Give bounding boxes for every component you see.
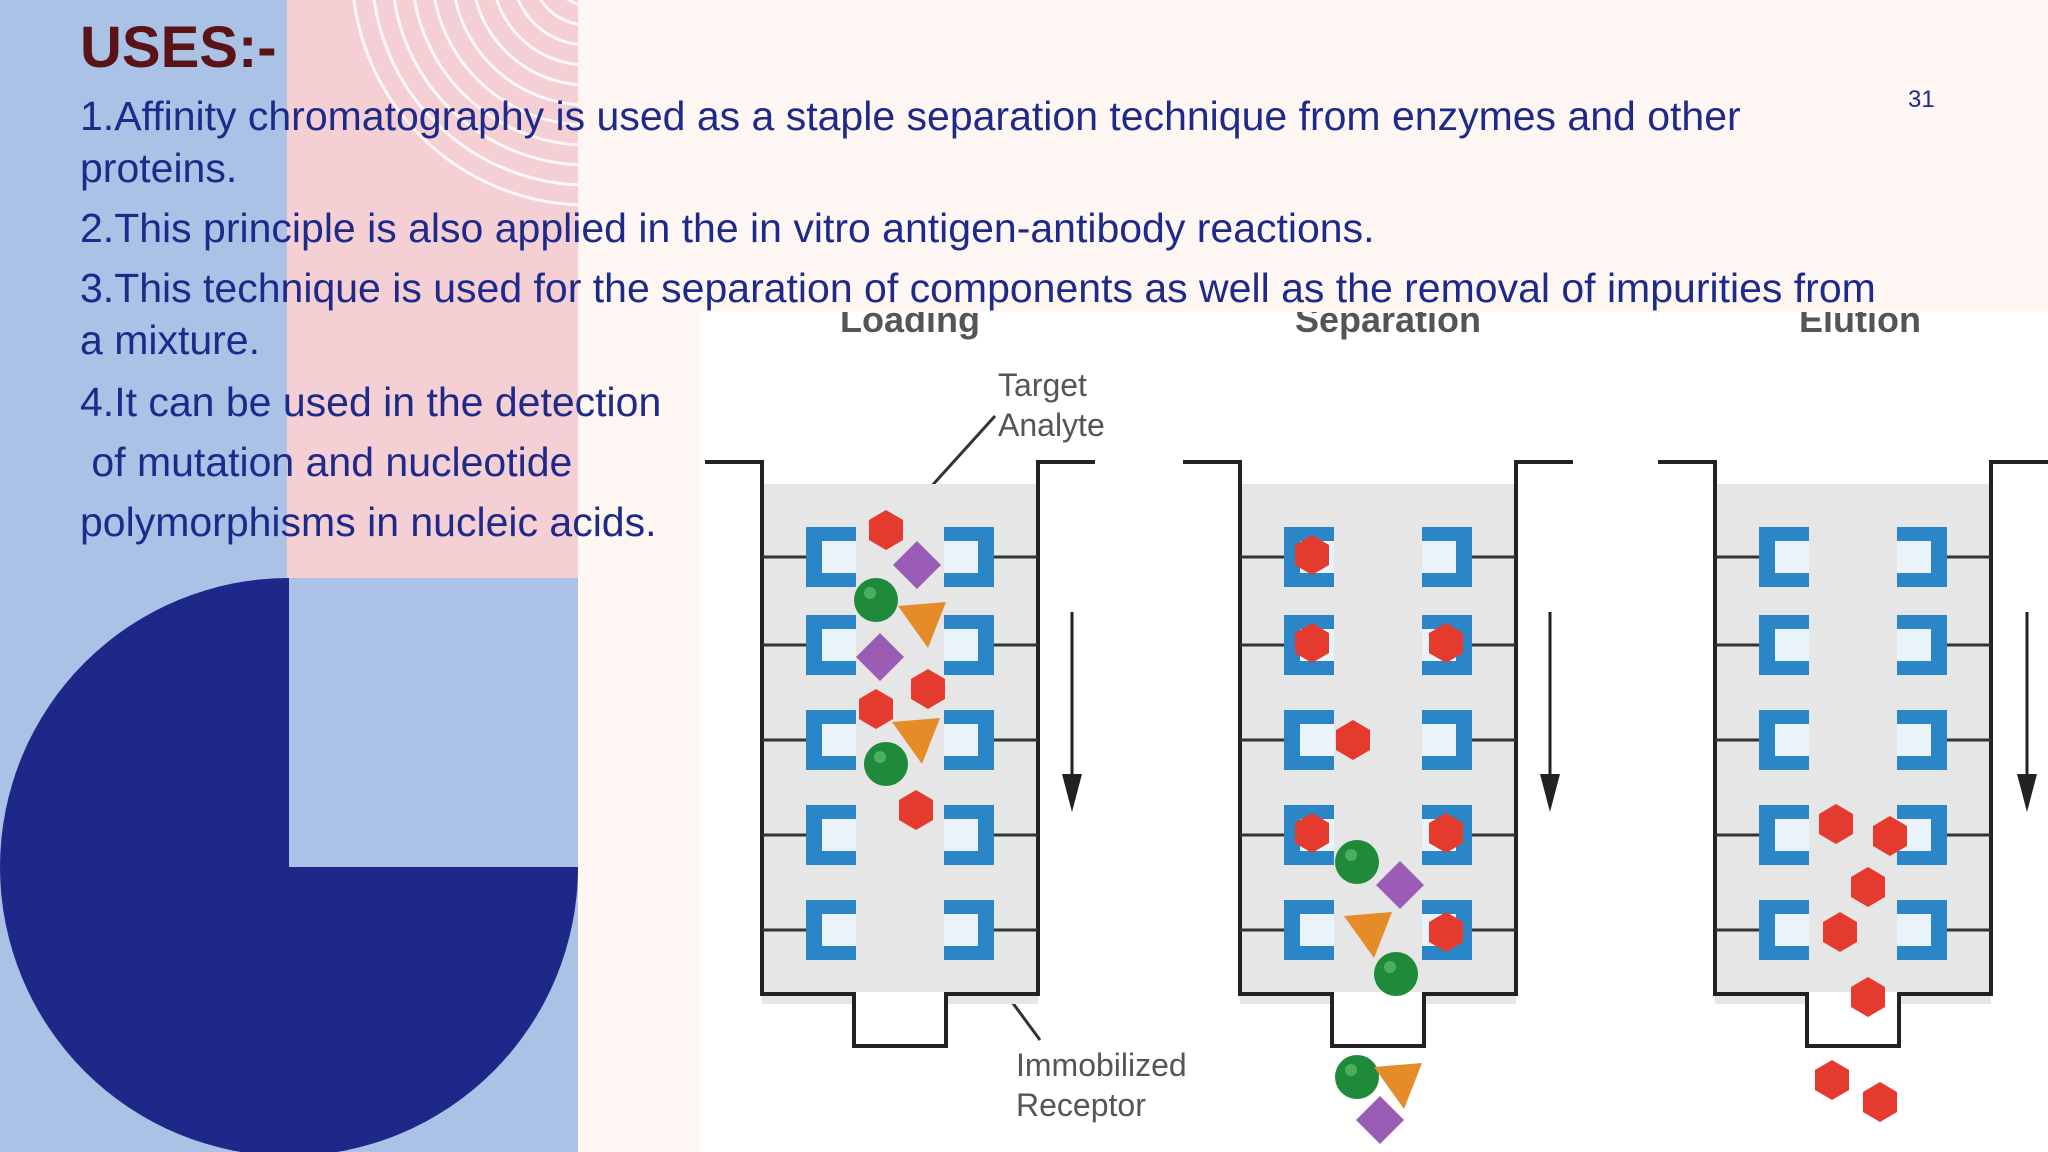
column-separation xyxy=(1183,460,1573,1144)
immobilized-receptor-label-2: Receptor xyxy=(1016,1087,1146,1123)
column-elution xyxy=(1658,460,2048,1122)
use-item-4-line-3: polymorphisms in nucleic acids. xyxy=(80,499,657,545)
slide-title: USES:- xyxy=(80,15,277,80)
stage-label-separation: Separation xyxy=(1295,312,1481,340)
use-item-1: 1.Affinity chromatography is used as a s… xyxy=(80,93,1741,191)
target-analyte-label-2: Analyte xyxy=(998,407,1105,443)
stage-label-elution: Elution xyxy=(1799,312,1921,340)
use-item-4: 4.It can be used in the detection of mut… xyxy=(80,372,720,552)
use-item-4-line-1: 4.It can be used in the detection xyxy=(80,379,662,425)
target-analyte-label-1: Target xyxy=(998,367,1087,403)
use-item-4-line-2: of mutation and nucleotide xyxy=(80,439,573,485)
decorative-pie xyxy=(0,578,578,1152)
affinity-chromatography-diagram: Loading Separation Elution Target Analyt… xyxy=(700,312,2048,1152)
stage-label-loading: Loading xyxy=(840,312,980,340)
uses-list: 1.Affinity chromatography is used as a s… xyxy=(80,90,1880,366)
column-loading xyxy=(705,460,1095,1052)
immobilized-receptor-label-1: Immobilized xyxy=(1016,1047,1187,1083)
use-item-2: 2.This principle is also applied in the … xyxy=(80,205,1375,251)
slide-number: 31 xyxy=(1908,86,1935,113)
use-item-3: 3.This technique is used for the separat… xyxy=(80,265,1876,363)
